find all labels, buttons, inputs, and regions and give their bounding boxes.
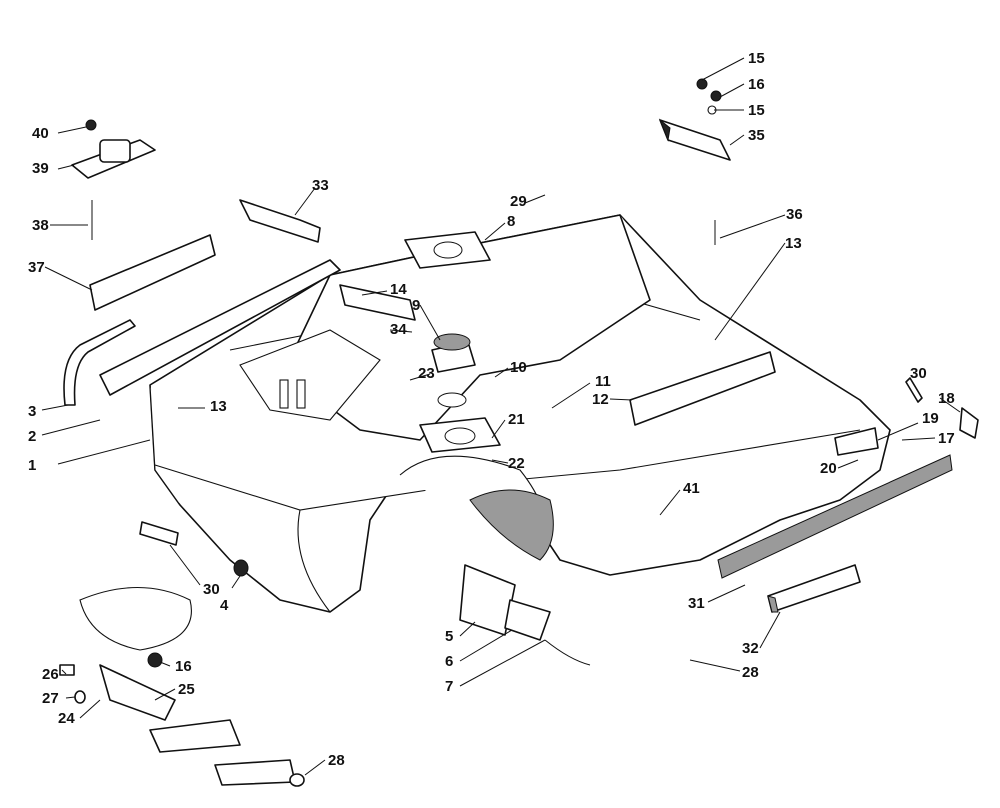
callout-30-right: 30 xyxy=(910,365,927,382)
bracket-33 xyxy=(239,199,321,243)
callout-38: 38 xyxy=(32,217,49,234)
strip-3 xyxy=(63,319,136,406)
bumper-30-left xyxy=(139,521,179,546)
callout-35: 35 xyxy=(748,127,765,144)
callout-7: 7 xyxy=(445,678,453,695)
callout-25: 25 xyxy=(178,681,195,698)
rail-32 xyxy=(767,564,861,613)
strip-2 xyxy=(99,259,341,396)
left-strips xyxy=(63,234,341,406)
callout-32: 32 xyxy=(742,640,759,657)
bracket-39 xyxy=(71,119,156,240)
right-corner-parts xyxy=(834,377,979,456)
callout-37: 37 xyxy=(28,259,45,276)
tunnel-floor xyxy=(239,214,651,441)
callout-8: 8 xyxy=(507,213,515,230)
callout-22: 22 xyxy=(508,455,525,472)
callout-30-left: 30 xyxy=(203,581,220,598)
callout-4: 4 xyxy=(220,597,229,614)
callout-33: 33 xyxy=(312,177,329,194)
strip-37 xyxy=(89,234,216,311)
callout-13-right: 13 xyxy=(785,235,802,252)
callout-3: 3 xyxy=(28,403,36,420)
lower-left-mount xyxy=(59,587,305,787)
rail-12 xyxy=(629,351,776,426)
callout-34: 34 xyxy=(390,321,407,338)
callout-18: 18 xyxy=(938,390,955,407)
plate-6 xyxy=(504,599,551,641)
lower-center-parts xyxy=(459,564,591,666)
rail-31 xyxy=(717,454,953,579)
callout-24: 24 xyxy=(58,710,75,727)
bracket-35 xyxy=(658,78,731,245)
callout-20: 20 xyxy=(820,460,837,477)
callout-labels: 1 2 3 4 5 6 7 8 9 10 11 12 13 13 14 15 1… xyxy=(28,50,955,769)
plate-19 xyxy=(834,427,879,456)
callout-28-right: 28 xyxy=(742,664,759,681)
bracket-14 xyxy=(339,284,416,321)
callout-6: 6 xyxy=(445,653,453,670)
bumper-30 xyxy=(905,377,923,403)
callout-31: 31 xyxy=(688,595,705,612)
callout-16-bottom: 16 xyxy=(175,658,192,675)
callout-19: 19 xyxy=(922,410,939,427)
callout-36: 36 xyxy=(786,206,803,223)
callout-26: 26 xyxy=(42,666,59,683)
grommet-4 xyxy=(233,559,249,577)
callout-12: 12 xyxy=(592,391,609,408)
right-rails xyxy=(629,351,953,613)
callout-29: 29 xyxy=(510,193,527,210)
nut-40 xyxy=(85,119,97,131)
callout-13-left: 13 xyxy=(210,398,227,415)
callout-39: 39 xyxy=(32,160,49,177)
callout-11: 11 xyxy=(595,373,611,390)
callout-28-bottom: 28 xyxy=(328,752,345,769)
leader-lines xyxy=(41,57,961,776)
callout-40: 40 xyxy=(32,125,49,142)
callout-27: 27 xyxy=(42,690,59,707)
callout-9: 9 xyxy=(412,297,420,314)
housing-5 xyxy=(459,564,516,636)
callout-16-top: 16 xyxy=(748,76,765,93)
bushing-16 xyxy=(147,652,163,668)
callout-10: 10 xyxy=(510,359,527,376)
center-plates xyxy=(404,231,501,453)
callout-41: 41 xyxy=(683,480,700,497)
callout-17: 17 xyxy=(938,430,955,447)
callout-15-top: 15 xyxy=(748,50,765,67)
left-lower-parts xyxy=(139,521,249,577)
callout-14: 14 xyxy=(390,281,407,298)
callout-21: 21 xyxy=(508,411,525,428)
callout-1: 1 xyxy=(28,457,36,474)
block-18 xyxy=(959,407,979,439)
callout-23: 23 xyxy=(418,365,435,382)
callout-5: 5 xyxy=(445,628,453,645)
bracket-24 xyxy=(99,664,176,721)
bolt-26 xyxy=(59,664,75,676)
washer-27 xyxy=(74,690,86,704)
callout-2: 2 xyxy=(28,428,36,445)
callout-15-middle: 15 xyxy=(748,102,765,119)
